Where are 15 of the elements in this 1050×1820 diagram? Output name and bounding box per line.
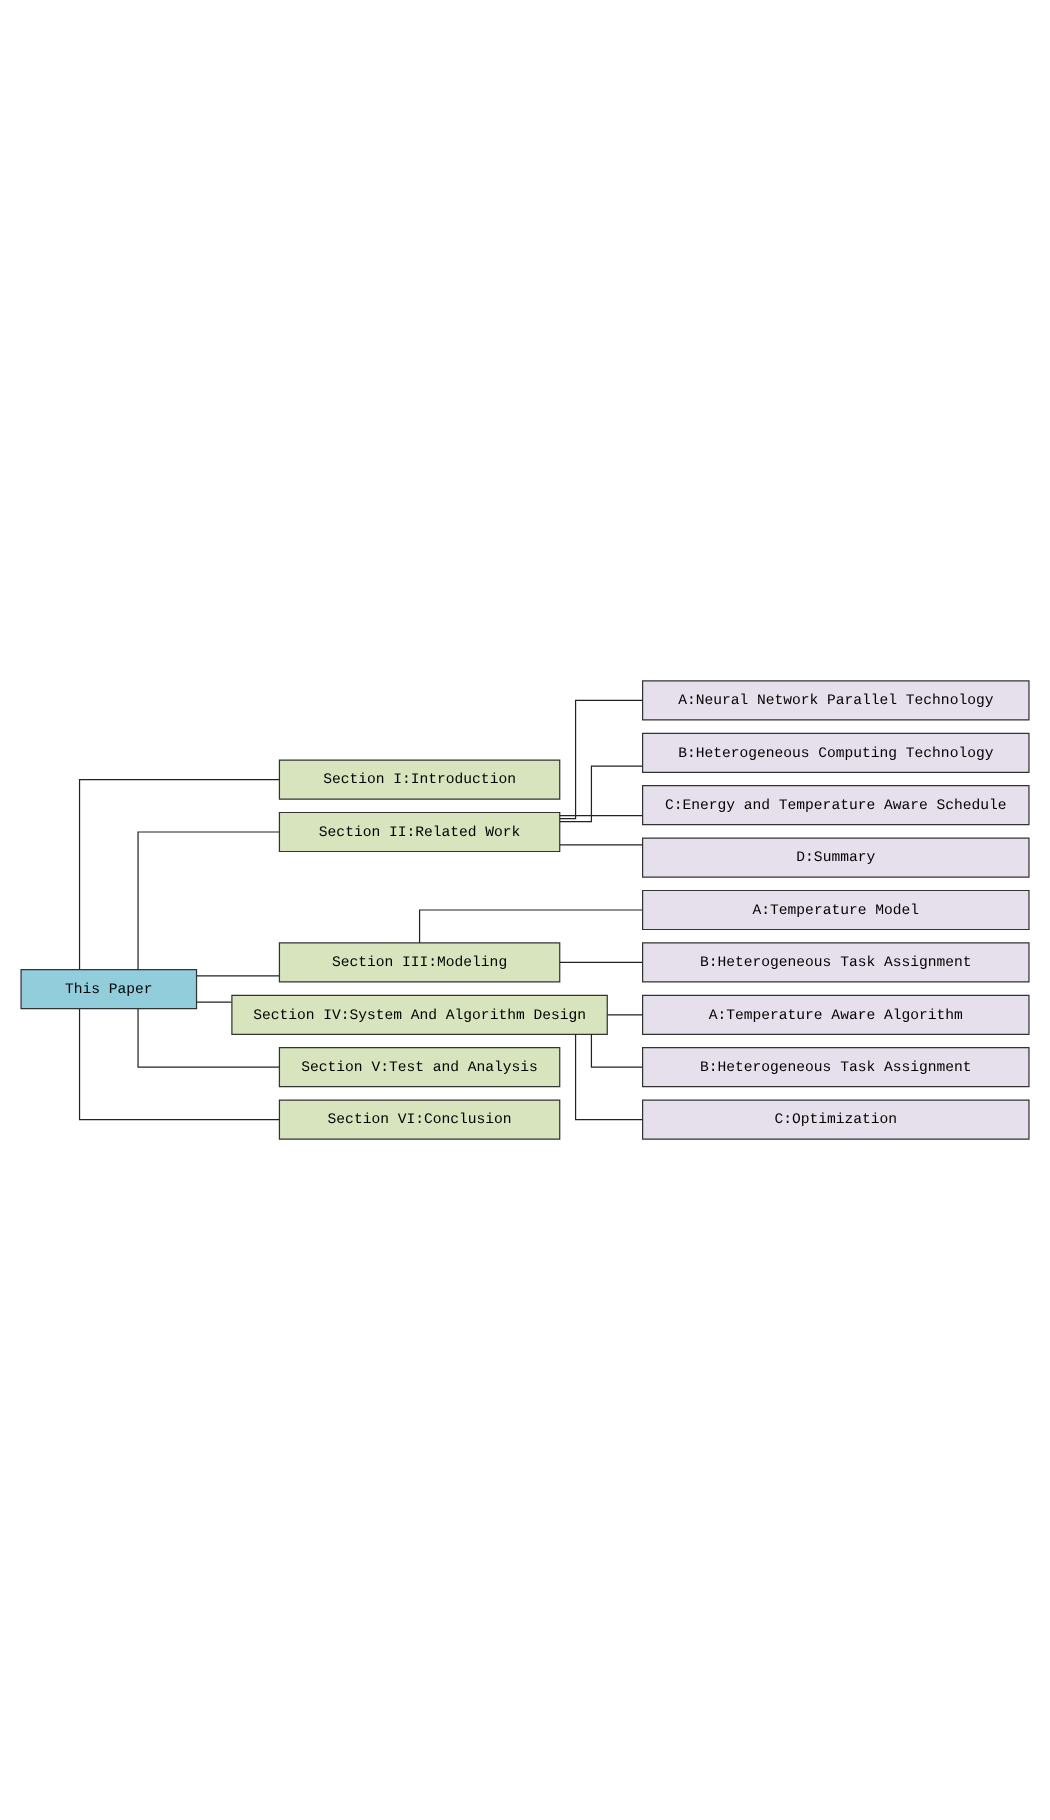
- connector: [559, 765, 643, 823]
- connector: [137, 831, 280, 971]
- connector: [78, 1008, 280, 1121]
- connector: [559, 699, 644, 820]
- connector: [574, 1033, 644, 1121]
- connector: [559, 814, 644, 817]
- connector: [137, 1008, 280, 1068]
- connector: [78, 779, 280, 971]
- connector: [196, 975, 280, 977]
- connector: [606, 1014, 644, 1016]
- connector: [590, 1033, 643, 1068]
- connector: [559, 961, 644, 963]
- connector: [418, 909, 643, 944]
- connector: [559, 844, 644, 846]
- connector: [196, 1001, 233, 1003]
